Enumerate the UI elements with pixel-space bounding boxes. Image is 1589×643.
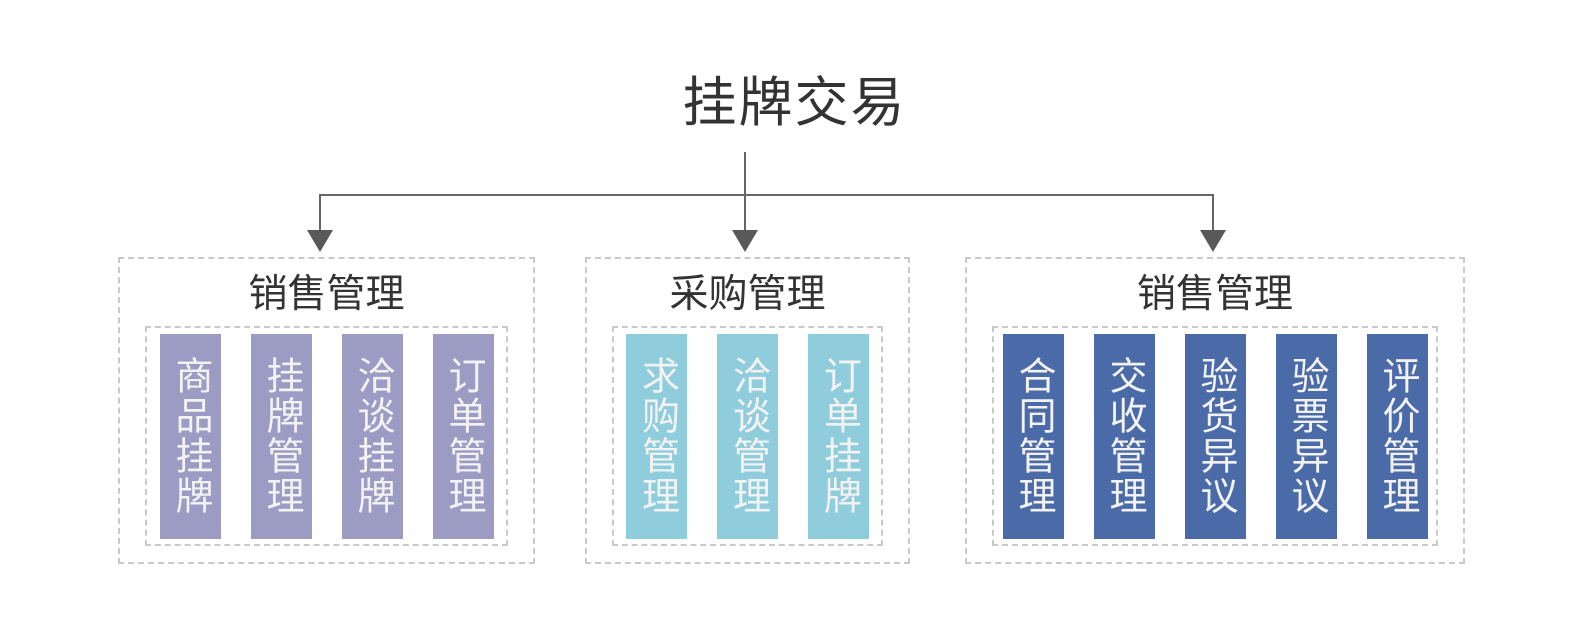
group-sales-management-left: 销售管理 商品挂牌 挂牌管理 洽谈挂牌 订单管理 <box>118 257 535 564</box>
item-label: 合同管理 <box>1012 356 1054 516</box>
item-chip[interactable]: 挂牌管理 <box>250 333 312 539</box>
connector-horizontal-bus <box>320 194 1214 196</box>
item-chip[interactable]: 洽谈挂牌 <box>341 333 403 539</box>
item-chip[interactable]: 交收管理 <box>1093 333 1155 539</box>
item-chip[interactable]: 验票异议 <box>1275 333 1337 539</box>
arrow-head-right-icon <box>1200 230 1226 252</box>
connector-drop-center <box>744 194 746 238</box>
group-title: 销售管理 <box>1136 273 1293 316</box>
item-chip[interactable]: 验货异议 <box>1184 333 1246 539</box>
item-label: 订单挂牌 <box>817 356 860 516</box>
root-title: 挂牌交易 <box>682 73 907 133</box>
item-chip[interactable]: 洽谈管理 <box>717 333 778 539</box>
group-items-container: 合同管理 交收管理 验货异议 验票异议 评价管理 <box>992 326 1438 546</box>
connector-drop-right <box>1212 194 1214 238</box>
item-label: 评价管理 <box>1376 356 1418 516</box>
arrow-head-center-icon <box>732 230 758 252</box>
item-chip[interactable]: 求购管理 <box>626 333 687 539</box>
group-title: 采购管理 <box>669 273 826 316</box>
item-label: 商品挂牌 <box>169 356 211 516</box>
group-purchase-management: 采购管理 求购管理 洽谈管理 订单挂牌 <box>585 257 910 564</box>
item-label: 洽谈管理 <box>726 356 769 516</box>
group-title: 销售管理 <box>248 273 405 316</box>
item-label: 求购管理 <box>635 356 678 516</box>
item-chip[interactable]: 订单挂牌 <box>808 333 869 539</box>
item-label: 订单管理 <box>442 356 484 516</box>
arrow-head-left-icon <box>307 230 333 252</box>
group-sales-management-right: 销售管理 合同管理 交收管理 验货异议 验票异议 评价管理 <box>965 257 1465 564</box>
group-items-container: 求购管理 洽谈管理 订单挂牌 <box>612 326 883 546</box>
item-label: 交收管理 <box>1103 356 1145 516</box>
item-label: 洽谈挂牌 <box>351 356 393 516</box>
item-chip[interactable]: 订单管理 <box>432 333 494 539</box>
item-label: 挂牌管理 <box>260 356 302 516</box>
connector-drop-left <box>319 194 321 238</box>
item-chip[interactable]: 合同管理 <box>1002 333 1064 539</box>
group-items-container: 商品挂牌 挂牌管理 洽谈挂牌 订单管理 <box>145 326 508 546</box>
item-label: 验货异议 <box>1194 356 1236 516</box>
item-chip[interactable]: 评价管理 <box>1366 333 1428 539</box>
item-chip[interactable]: 商品挂牌 <box>159 333 221 539</box>
connector-stem-vertical <box>744 152 746 196</box>
item-label: 验票异议 <box>1285 356 1327 516</box>
